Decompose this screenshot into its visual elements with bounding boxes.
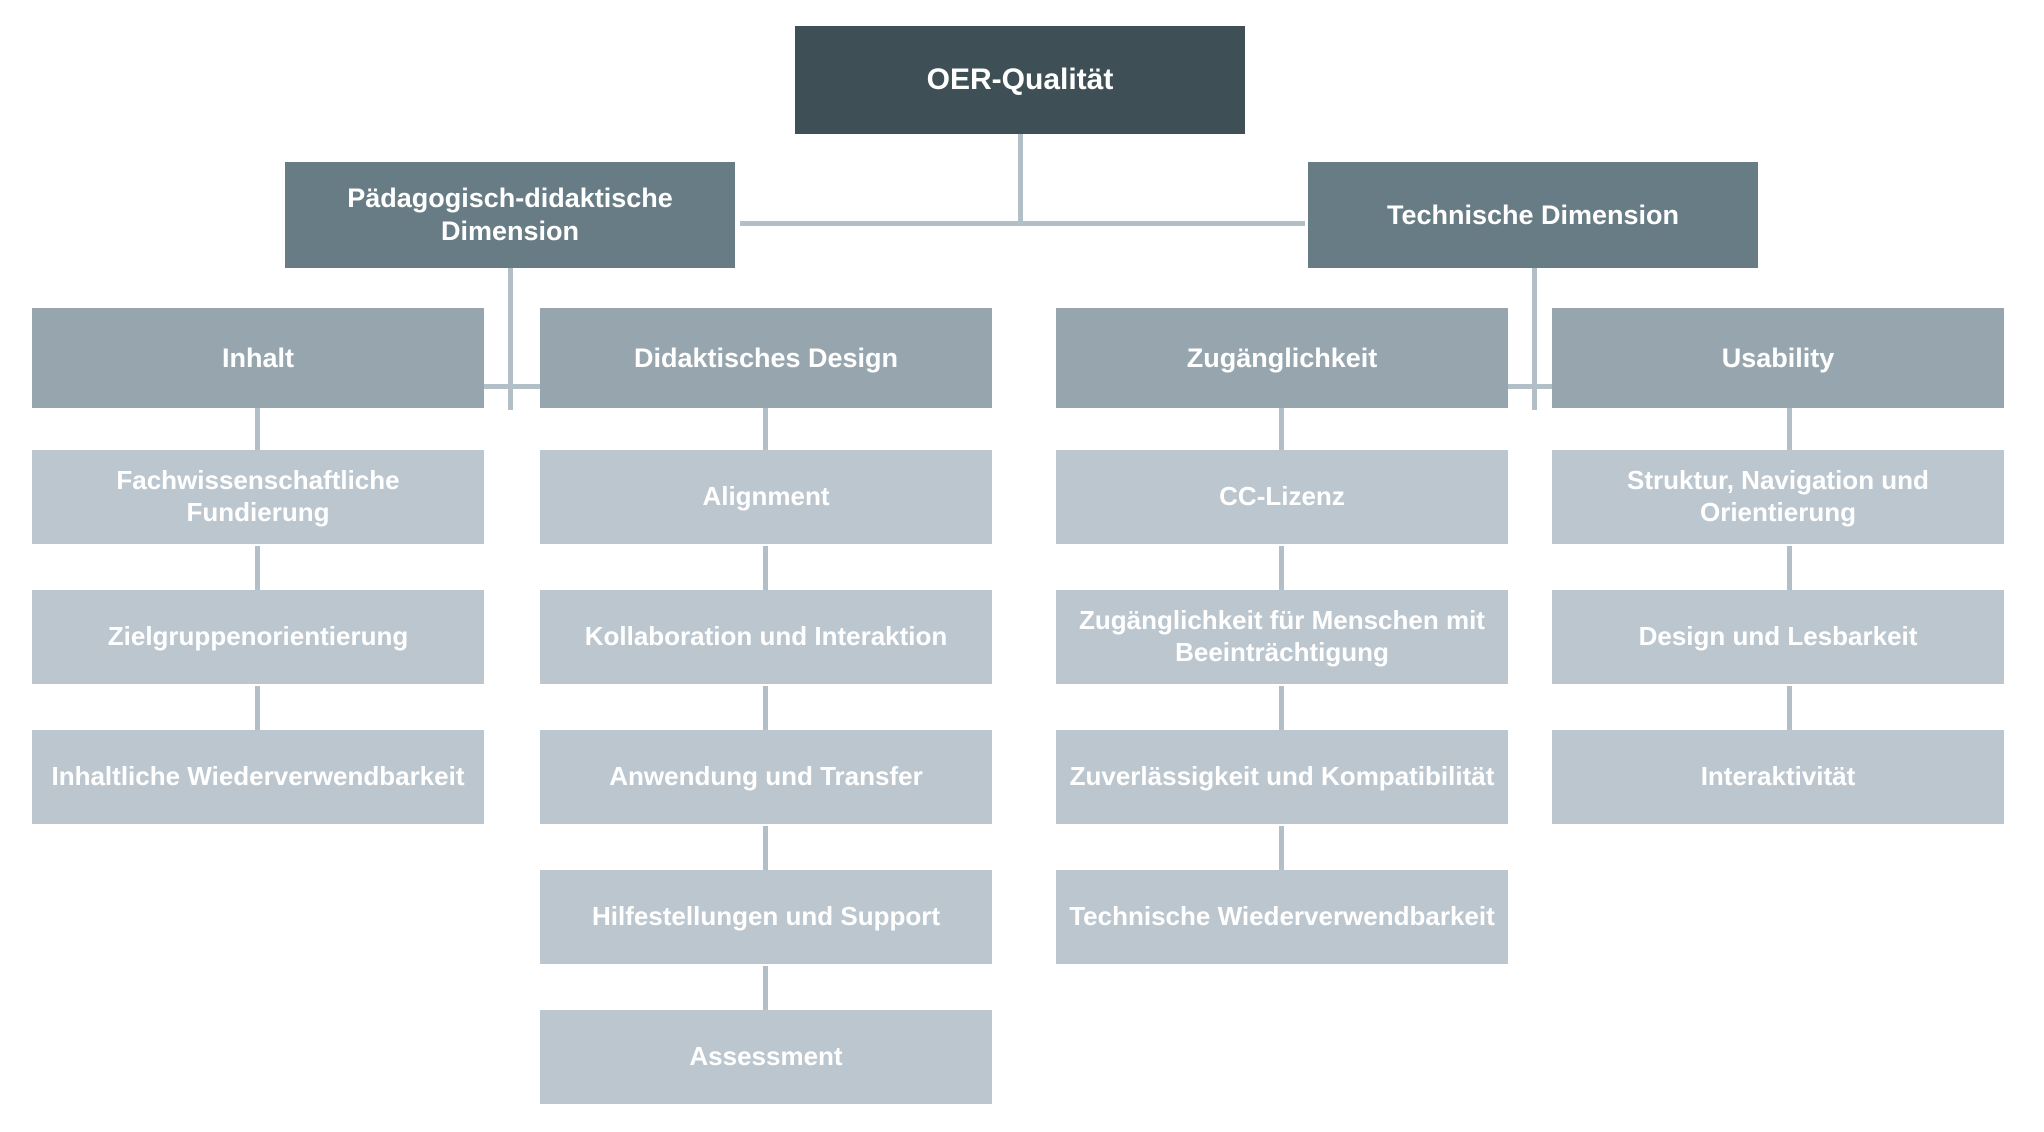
connector-zugaenglichkeit-1 xyxy=(1279,406,1284,452)
connector-usability-1 xyxy=(1787,406,1792,452)
node-root-oer-qualitaet[interactable]: OER-Qualität xyxy=(795,26,1245,134)
node-criterion-kollaboration-und-interaktion[interactable]: Kollaboration und Interaktion xyxy=(540,590,992,684)
connector-didaktisches-design-3 xyxy=(763,686,768,732)
connector-usability-3 xyxy=(1787,686,1792,732)
connector-technical-stem xyxy=(1532,268,1537,410)
connector-root-stem xyxy=(1018,134,1023,224)
connector-inhalt-2 xyxy=(255,546,260,592)
node-label: Anwendung und Transfer xyxy=(609,761,923,792)
node-criterion-zugaenglichkeit-fuer-menschen-mit-beeintraechtigung[interactable]: Zugänglichkeit für Menschen mit Beeinträ… xyxy=(1056,590,1508,684)
node-label: CC-Lizenz xyxy=(1219,481,1345,512)
node-dimension-paedagogisch-didaktisch[interactable]: Pädagogisch-didaktische Dimension xyxy=(285,162,735,268)
node-label: Zugänglichkeit für Menschen mit Beeinträ… xyxy=(1079,605,1485,667)
node-label: Kollaboration und Interaktion xyxy=(584,621,948,652)
node-criterion-assessment[interactable]: Assessment xyxy=(540,1010,992,1104)
connector-didaktisches-design-2 xyxy=(763,546,768,592)
node-label: Zuverlässigkeit und Kompatibilität xyxy=(1069,761,1495,792)
node-label: Zielgruppenorientierung xyxy=(107,621,409,652)
node-criterion-zuverlaessigkeit-und-kompatibilitaet[interactable]: Zuverlässigkeit und Kompatibilität xyxy=(1056,730,1508,824)
node-label: Inhaltliche Wiederverwendbarkeit xyxy=(51,761,465,792)
node-label: Interaktivität xyxy=(1700,761,1856,792)
node-label: Technische Wiederverwendbarkeit xyxy=(1069,901,1495,932)
node-label: Design und Lesbarkeit xyxy=(1638,621,1918,652)
connector-usability-2 xyxy=(1787,546,1792,592)
connector-dimension-spine xyxy=(740,221,1305,226)
node-criterion-struktur-navigation-und-orientierung[interactable]: Struktur, Navigation und Orientierung xyxy=(1552,450,2004,544)
node-label: Struktur, Navigation und Orientierung xyxy=(1627,465,1929,527)
node-label: Hilfestellungen und Support xyxy=(591,901,941,932)
node-category-didaktisches-design[interactable]: Didaktisches Design xyxy=(540,308,992,408)
connector-pedagogical-stem xyxy=(508,268,513,410)
node-criterion-fachwissenschaftliche-fundierung[interactable]: Fachwissenschaftliche Fundierung xyxy=(32,450,484,544)
node-criterion-zielgruppenorientierung[interactable]: Zielgruppenorientierung xyxy=(32,590,484,684)
connector-didaktisches-design-4 xyxy=(763,826,768,872)
node-criterion-anwendung-und-transfer[interactable]: Anwendung und Transfer xyxy=(540,730,992,824)
node-category-usability[interactable]: Usability xyxy=(1552,308,2004,408)
node-criterion-technische-wiederverwendbarkeit[interactable]: Technische Wiederverwendbarkeit xyxy=(1056,870,1508,964)
connector-zugaenglichkeit-2 xyxy=(1279,546,1284,592)
node-label: Zugänglichkeit xyxy=(1186,342,1378,373)
node-label: Alignment xyxy=(702,481,830,512)
node-label: Didaktisches Design xyxy=(633,342,899,373)
node-label: Usability xyxy=(1721,342,1835,373)
node-label: Pädagogisch-didaktische Dimension xyxy=(347,183,673,246)
node-label: Technische Dimension xyxy=(1386,199,1680,230)
node-criterion-hilfestellungen-und-support[interactable]: Hilfestellungen und Support xyxy=(540,870,992,964)
connector-zugaenglichkeit-3 xyxy=(1279,686,1284,732)
connector-technical-categories-bar xyxy=(1484,384,1594,389)
node-label: OER-Qualität xyxy=(926,62,1114,96)
node-criterion-cc-lizenz[interactable]: CC-Lizenz xyxy=(1056,450,1508,544)
node-criterion-design-und-lesbarkeit[interactable]: Design und Lesbarkeit xyxy=(1552,590,2004,684)
node-criterion-inhaltliche-wiederverwendbarkeit[interactable]: Inhaltliche Wiederverwendbarkeit xyxy=(32,730,484,824)
node-dimension-technisch[interactable]: Technische Dimension xyxy=(1308,162,1758,268)
node-label: Inhalt xyxy=(222,342,294,373)
node-category-inhalt[interactable]: Inhalt xyxy=(32,308,484,408)
node-category-zugaenglichkeit[interactable]: Zugänglichkeit xyxy=(1056,308,1508,408)
connector-didaktisches-design-5 xyxy=(763,966,768,1012)
connector-inhalt-3 xyxy=(255,686,260,732)
connector-inhalt-1 xyxy=(255,406,260,452)
connector-zugaenglichkeit-4 xyxy=(1279,826,1284,872)
connector-didaktisches-design-1 xyxy=(763,406,768,452)
node-label: Fachwissenschaftliche Fundierung xyxy=(116,465,400,527)
node-label: Assessment xyxy=(689,1041,843,1072)
node-criterion-interaktivitaet[interactable]: Interaktivität xyxy=(1552,730,2004,824)
connector-pedagogical-categories-bar xyxy=(460,384,570,389)
node-criterion-alignment[interactable]: Alignment xyxy=(540,450,992,544)
